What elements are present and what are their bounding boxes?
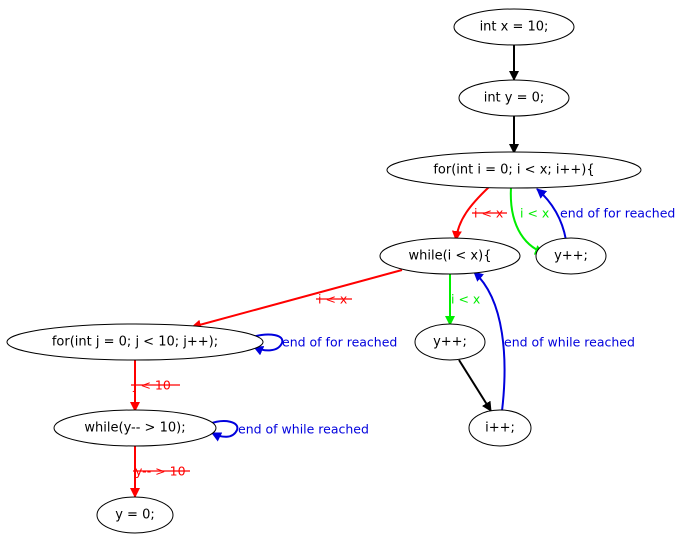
edge-y-inc-to-for-i xyxy=(536,188,567,241)
node-y-zero: y = 0; xyxy=(96,496,174,534)
node-label: int x = 10; xyxy=(480,20,549,35)
node-for-i: for(int i = 0; i < x; i++){ xyxy=(386,151,642,189)
node-int-x: int x = 10; xyxy=(453,8,575,46)
edge-for-j-self-loop xyxy=(251,333,284,356)
edge-y-inc-while-to-i-inc xyxy=(458,359,492,412)
node-label: while(y-- > 10); xyxy=(84,421,185,436)
node-while-y: while(y-- > 10); xyxy=(53,409,217,447)
node-label: i++; xyxy=(485,421,515,436)
node-int-y: int y = 0; xyxy=(458,79,570,117)
edge-i-inc-to-while-i xyxy=(473,271,506,412)
edge-label-for-j-end: end of for reached xyxy=(282,335,397,350)
node-while-i: while(i < x){ xyxy=(379,237,521,275)
edge-label-while-i-end: end of while reached xyxy=(504,335,635,350)
node-label: for(int i = 0; i < x; i++){ xyxy=(433,163,594,178)
edge-label-while-i-true: i < x xyxy=(451,292,480,307)
edge-while-y-self-loop xyxy=(208,420,239,442)
edge-label-for-i-true: i < x xyxy=(520,206,549,221)
node-y-inc-while: y++; xyxy=(414,323,486,361)
node-label: while(i < x){ xyxy=(409,249,492,264)
node-y-inc-for: y++; xyxy=(535,237,607,275)
edge-label-while-y-end: end of while reached xyxy=(238,422,369,437)
node-label: y++; xyxy=(433,335,467,350)
node-label: y = 0; xyxy=(115,508,155,523)
edge-while-i-to-for-j xyxy=(191,269,403,330)
edge-label-for-i-end: end of for reached xyxy=(560,206,675,221)
node-label: for(int j = 0; j < 10; j++); xyxy=(52,335,218,350)
node-label: y++; xyxy=(554,249,588,264)
edge-for-i-to-while-i xyxy=(451,186,490,241)
node-i-inc: i++; xyxy=(468,409,532,447)
node-label: int y = 0; xyxy=(484,91,545,106)
node-for-j: for(int j = 0; j < 10; j++); xyxy=(6,323,264,361)
